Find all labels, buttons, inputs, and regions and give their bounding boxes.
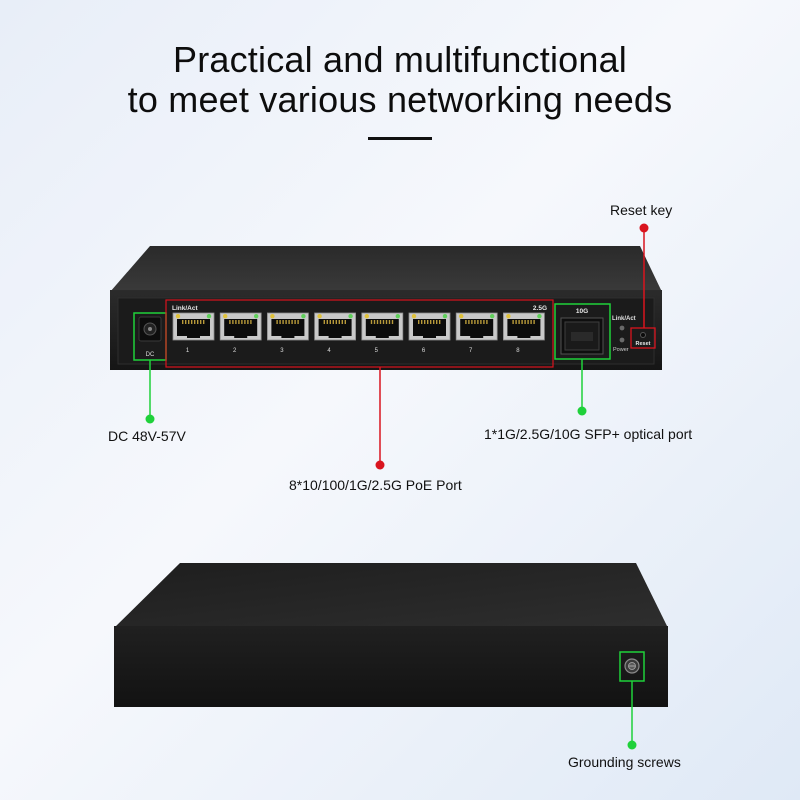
headline-line-1: Practical and multifunctional (172, 39, 628, 80)
rear-chassis-front (114, 626, 668, 707)
port-number-label: 6 (422, 348, 426, 354)
status-led-cluster: Link/Act Power (612, 316, 636, 353)
switch-front-view: DC Link/Act 2.5G 1 2 3 4 5 6 7 8 10G Link/Act P… (110, 223, 662, 470)
port-activity-led (459, 314, 464, 319)
rj45-port: 2 (219, 312, 262, 354)
dc-callout-dot (145, 414, 155, 424)
sfp-port-callout: 1*1G/2.5G/10G SFP+ optical port (484, 426, 693, 442)
port-link-led (254, 314, 259, 319)
rj45-port: 4 (314, 312, 357, 354)
port-number-label: 2 (233, 348, 237, 354)
port-link-led (206, 314, 212, 319)
rj45-port: 8 (502, 312, 545, 354)
poe-callout-dot (375, 460, 385, 470)
port-link-led (348, 314, 353, 319)
rj45-port: 3 (266, 312, 309, 354)
port-number-label: 3 (280, 348, 284, 354)
port-activity-led (223, 314, 228, 319)
sfp-callout-dot (577, 406, 587, 416)
sfp-port-label: 10G (576, 308, 588, 315)
port-number-label: 5 (375, 348, 379, 354)
grounding-screw (619, 651, 645, 682)
port-link-led (490, 314, 495, 319)
poe-speed-label: 2.5G (533, 305, 547, 312)
reset-key-callout: Reset key (610, 202, 673, 218)
reset-key-label: Reset (636, 341, 651, 347)
dc-jack-label: DC (146, 352, 155, 358)
dc-power-callout: DC 48V-57V (108, 428, 186, 444)
callout-leaders-front (145, 223, 649, 470)
port-activity-led (506, 314, 511, 319)
port-link-led (395, 314, 400, 319)
rj45-port-list: 1 2 3 4 5 6 7 8 (172, 312, 545, 354)
rear-chassis-top (114, 563, 668, 628)
poe-port-highlight (165, 299, 554, 368)
reset-callout-dot (639, 223, 649, 233)
port-number-label: 8 (516, 348, 520, 354)
port-number-label: 1 (186, 348, 190, 354)
rj45-port: 6 (408, 312, 451, 354)
port-number-label: 4 (327, 348, 331, 354)
ground-callout-dot (627, 740, 637, 750)
rj45-port: 7 (455, 312, 498, 354)
reset-key: Reset (630, 327, 656, 349)
rj45-port: 1 (172, 312, 215, 354)
port-number-label: 7 (469, 348, 473, 354)
port-activity-led (364, 314, 369, 319)
power-led-indicator (619, 337, 625, 343)
title-divider (368, 137, 432, 140)
poe-port-callout: 8*10/100/1G/2.5G PoE Port (289, 477, 462, 493)
chassis-top (110, 246, 662, 292)
power-led-label: Power (613, 347, 629, 353)
switch-rear-view (114, 563, 668, 750)
poe-port-group: Link/Act 2.5G 1 2 3 4 5 6 7 8 (165, 299, 554, 368)
sfp-led-label: Link/Act (612, 316, 636, 322)
port-link-led (442, 314, 448, 319)
port-link-led (537, 314, 542, 319)
grounding-screws-callout: Grounding screws (568, 754, 681, 770)
port-link-led (301, 314, 306, 319)
poe-group-label: Link/Act (172, 305, 198, 312)
port-activity-led (270, 314, 275, 319)
headline-line-2: to meet various networking needs (127, 79, 673, 120)
port-activity-led (317, 314, 322, 319)
port-activity-led (175, 314, 181, 319)
link-led-indicator (619, 325, 625, 331)
rj45-port: 5 (361, 312, 404, 354)
port-activity-led (411, 314, 417, 319)
